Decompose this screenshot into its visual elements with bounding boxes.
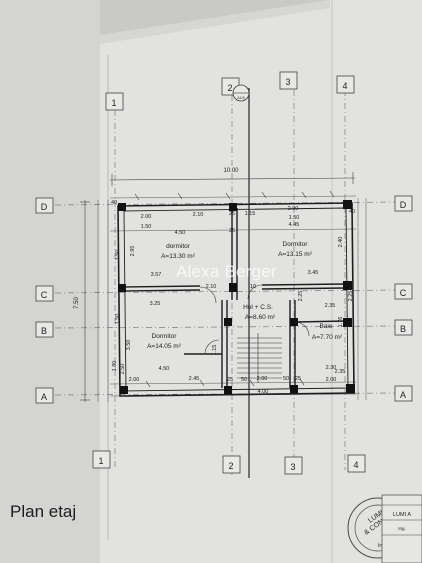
dim-text: 2.25 bbox=[298, 291, 304, 302]
dim-text: 1.15 bbox=[245, 211, 256, 217]
left-page bbox=[0, 0, 100, 563]
dim-text: 2.00 bbox=[257, 376, 268, 382]
stair-treads bbox=[237, 333, 282, 383]
dim-text: 40 bbox=[111, 200, 117, 206]
grid-row-label: A bbox=[41, 392, 47, 402]
dim-text: 1.50 bbox=[115, 314, 121, 325]
dim-text: 1.50 bbox=[115, 250, 121, 261]
overall-width-dim bbox=[109, 172, 356, 186]
grid-row-label: C bbox=[41, 290, 48, 300]
dim-text: 25 bbox=[229, 228, 235, 234]
watermark: Alexa Berger bbox=[176, 262, 277, 281]
room-name: Hol + C.S. bbox=[243, 304, 273, 311]
overall-width-text: 10.00 bbox=[223, 168, 239, 174]
dim-text: 3.57 bbox=[151, 272, 162, 278]
dim-text: 2.40 bbox=[338, 237, 344, 248]
dim-text: 1.50 bbox=[289, 215, 300, 221]
grid-col-label: 4 bbox=[342, 81, 347, 91]
dim-text: 2.45 bbox=[189, 376, 200, 382]
dim-text: 2.00 bbox=[129, 377, 140, 383]
dim-text: 3.25 bbox=[150, 301, 161, 307]
dim-text: 25 bbox=[295, 376, 301, 382]
plan-title: Plan etaj bbox=[10, 502, 77, 521]
room-area: A=8.60 m² bbox=[245, 314, 276, 321]
title-block-text: Ing. bbox=[398, 526, 406, 531]
grid-row-label: D bbox=[400, 200, 407, 210]
structural-columns bbox=[118, 200, 355, 394]
dim-text: 1.50 bbox=[141, 224, 152, 230]
dim-text: 1.80 bbox=[112, 361, 118, 372]
grid-col-label: 4 bbox=[353, 460, 358, 470]
dim-text: 2.30 bbox=[326, 365, 337, 371]
title-block: LUMI A Ing. bbox=[381, 494, 422, 563]
dim-text: 50 bbox=[241, 377, 247, 383]
dim-text: 2.10 bbox=[193, 212, 204, 218]
grid-row-label: D bbox=[41, 202, 48, 212]
dim-text: 25 bbox=[229, 211, 235, 217]
dim-text: 2.00 bbox=[288, 206, 299, 212]
room-area: A=7.70 m² bbox=[312, 334, 343, 341]
grid-col-label: 3 bbox=[290, 462, 295, 472]
grid-lines bbox=[54, 90, 396, 475]
dim-text: 2.00 bbox=[141, 214, 152, 220]
dim-text: 2.50 bbox=[120, 364, 126, 375]
dim-text: 4.00 bbox=[258, 389, 269, 395]
grid-row-label: C bbox=[400, 288, 407, 298]
room-area: A=13.30 m² bbox=[161, 253, 196, 260]
grid-row-label: B bbox=[41, 326, 47, 336]
room-name: dormitor bbox=[166, 243, 191, 250]
dim-text: 4.50 bbox=[159, 366, 170, 372]
dim-text: 1.76 bbox=[338, 317, 344, 328]
grid-col-label: 1 bbox=[111, 98, 116, 108]
room-area: A=13.15 m² bbox=[278, 251, 313, 258]
title-block-text: LUMI A bbox=[393, 512, 411, 518]
grid-row-label: B bbox=[400, 324, 406, 334]
room-name: Dormitor bbox=[152, 333, 178, 340]
grid-col-label: 2 bbox=[228, 461, 233, 471]
section-mark-label: A1/A bbox=[237, 96, 245, 100]
dim-text: 2.35 bbox=[325, 303, 336, 309]
dim-text: 4.45 bbox=[289, 222, 300, 228]
dim-text: 40 bbox=[349, 209, 355, 215]
dim-text: 4.50 bbox=[175, 230, 186, 236]
dim-text: 2.95 bbox=[130, 246, 136, 257]
overall-height-text: 7.50 bbox=[74, 297, 80, 309]
grid-row-label: A bbox=[400, 390, 406, 400]
dim-text: 2.00 bbox=[326, 377, 337, 383]
grid-col-label: 1 bbox=[98, 456, 103, 466]
room-area: A=14.05 m² bbox=[147, 343, 182, 350]
dim-text: 50 bbox=[283, 376, 289, 382]
grid-col-label: 3 bbox=[285, 77, 290, 87]
dim-text: 3.50 bbox=[126, 340, 132, 351]
dim-text: 1.15 bbox=[212, 345, 218, 356]
dim-text: 3.45 bbox=[308, 270, 319, 276]
room-name: Baie bbox=[319, 323, 332, 330]
dim-text: 25 bbox=[227, 377, 233, 383]
grid-col-label: 2 bbox=[227, 83, 232, 93]
dim-text: 2.10 bbox=[206, 284, 217, 290]
dim-text: 2.25 bbox=[348, 291, 354, 302]
room-name: Dormitor bbox=[283, 241, 309, 248]
main-sheet bbox=[100, 0, 422, 563]
dim-text: 10 bbox=[250, 284, 256, 290]
dim-text: 2.35 bbox=[335, 369, 346, 375]
overall-height-dim bbox=[80, 200, 90, 402]
